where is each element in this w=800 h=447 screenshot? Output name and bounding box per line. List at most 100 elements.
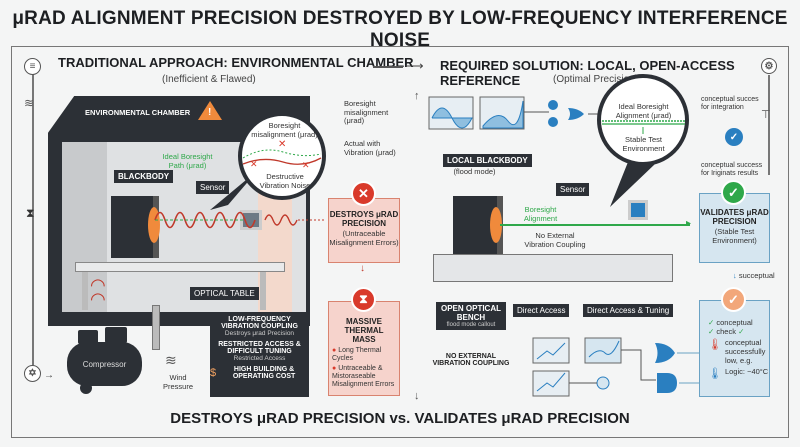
validates-title: VALIDATES μRAD PRECISION [700, 208, 769, 226]
arrow-right-icon: ⟶ [405, 58, 424, 73]
timeline-line [32, 60, 34, 365]
compressor-motor [105, 327, 127, 343]
table-leg [260, 272, 266, 310]
magnifier-bottom: Destructive Vibration Noise [259, 172, 311, 190]
destroys-box: DESTROYS μRAD PRECISION (Untraceable Mis… [328, 198, 400, 263]
footer-summary: DESTROYS μRAD PRECISION vs. VALIDATES μR… [170, 410, 630, 427]
bench-sub: flood mode callout [446, 322, 496, 328]
compressor-top [78, 330, 98, 344]
right-heading: REQUIRED SOLUTION: LOCAL, OPEN-ACCESS RE… [440, 58, 735, 88]
flood-mode-label: (flood mode) [453, 167, 496, 176]
temp-item: 🌡Logic: −40°C [708, 367, 769, 381]
warning-icon [198, 101, 222, 120]
direct-access-tuning-label: Direct Access & Tuning [583, 304, 674, 317]
thermal-bullet: ● Untraceable & Mistoraseable Misalignme… [332, 365, 395, 389]
content-frame [11, 46, 789, 438]
alignment-beam [500, 224, 690, 226]
money-bag-icon: $ [210, 367, 217, 379]
no-external-label: No External Vibration Coupling [524, 231, 586, 249]
network-icon: ⊤ [761, 109, 771, 121]
bullet-text: Long Thermal Cycles [332, 347, 382, 363]
issue-sub: Restricted Access [233, 355, 286, 362]
compressor: Compressor [67, 342, 142, 386]
check-icon: ✓ [721, 180, 746, 205]
optical-table-label: OPTICAL TABLE [190, 287, 259, 300]
left-subheading: (Inefficient & Flawed) [162, 74, 256, 85]
check-item: ✓ conceptual [708, 318, 753, 327]
magnifier-bottom: Stable Test Environment [622, 135, 665, 153]
local-blackbody-label: LOCAL BLACKBODY [443, 154, 532, 167]
checks-box: ✓ conceptual ✓ check ✓ 🌡conceptual succe… [699, 300, 770, 397]
bullet-text: Untraceable & Mistoraseable Misalignment… [332, 365, 395, 389]
temp-text: Logic: −40°C [724, 367, 769, 377]
optical-table [75, 262, 285, 272]
check-text: check [716, 326, 736, 336]
thermometer-icon: 🌡 [708, 368, 722, 381]
hourglass-icon: ⧗ [26, 206, 35, 220]
check-icon: ✓ [721, 287, 746, 312]
magnifier-top: Ideal Boresight Alignment (μrad) [615, 102, 672, 120]
magnifier-right [597, 74, 689, 207]
alignment-label: Boresight Alignment [523, 205, 558, 223]
check-text: conceptual [716, 318, 753, 327]
note-integration: conceptual succes for integration [701, 96, 759, 112]
validates-sub: (Stable Test Environment) [712, 227, 757, 245]
sensor-label: Sensor [556, 183, 590, 196]
warning-mark: ! [208, 107, 212, 118]
wind-icon: ≋ [24, 96, 35, 110]
svg-text:✕: ✕ [278, 139, 286, 150]
issue-title: LOW-FREQUENCY VIBRATION COUPLING [221, 316, 298, 330]
note-actual: Actual with Vibration (μrad) [344, 139, 396, 157]
svg-text:✕: ✕ [250, 159, 258, 169]
blackbody-label: BLACKBODY [114, 170, 174, 183]
thermometer-icon: 🌡 [708, 339, 722, 352]
magnifier-left: ✕ ✕ ✕ [210, 112, 326, 210]
sensor-label: Sensor [196, 181, 230, 194]
open-optical-bench [433, 254, 673, 282]
table-leg [82, 272, 88, 310]
issue-title: RESTRICTED ACCESS & DIFFICULT TUNING [218, 341, 301, 355]
ideal-path-label: Ideal Boresight Path (μrad) [162, 152, 213, 170]
check-icon: ✓ [725, 128, 743, 146]
menu-icon: ≡ [24, 58, 41, 75]
settings-icon: ⚙ [761, 58, 777, 74]
note-misalignment: Boresight misalignment (μrad) [344, 99, 389, 126]
destroys-title: DESTROYS μRAD PRECISION [329, 210, 399, 228]
issue-sub: Destroys μrad Precision [224, 330, 295, 337]
magnifier-top: Boresight misalignment (μrad) [251, 121, 318, 139]
check-item: ✓ check ✓ [708, 326, 745, 336]
x-icon: ✕ [351, 181, 376, 206]
page-title: μRAD ALIGNMENT PRECISION DESTROYED BY LO… [12, 8, 788, 51]
issue-title: HIGH BUILDING & OPERATING COST [232, 366, 296, 380]
bench-title: OPEN OPTICAL BENCH [440, 304, 501, 322]
arrow-down-icon: ↓ [414, 390, 420, 402]
signal-charts [428, 96, 606, 130]
gear-icon: ✡ [24, 365, 41, 382]
compressor-pipe [152, 305, 160, 350]
no-external-caps: NO EXTERNAL VIBRATION COUPLING [432, 353, 510, 367]
wind-icon: ≋ [165, 352, 177, 368]
arrow-up-icon: ↑ [414, 90, 420, 102]
wind-pressure-label: Wind Pressure [162, 373, 193, 391]
right-subheading: (Optimal Precision) [553, 74, 639, 85]
vibration-wave [154, 211, 326, 229]
direct-access-label: Direct Access [513, 304, 570, 317]
chamber-label: ENVIRONMENTAL CHAMBER [85, 108, 191, 117]
vibration-waves-icon: ◠◠ [90, 275, 106, 309]
compressor-wheel [80, 382, 92, 394]
succeptual-text: succeptual [738, 271, 775, 280]
issues-panel: LOW-FREQUENCY VIBRATION COUPLING Destroy… [210, 312, 309, 397]
arrow-down-icon: ↓ [360, 263, 365, 274]
temp-text: conceptual successfully low, e.g. [724, 338, 766, 365]
temp-item: 🌡conceptual successfully low, e.g. [708, 338, 769, 365]
arrow-right-icon: → [44, 370, 54, 381]
left-heading: TRADITIONAL APPROACH: ENVIRONMENTAL CHAM… [58, 55, 414, 70]
destroys-sub: (Untraceable Misalignment Errors) [329, 229, 399, 247]
arrow-right-icon: ▸ [686, 218, 692, 229]
svg-text:✕: ✕ [302, 160, 310, 170]
thermal-box: MASSIVE THERMAL MASS ● Long Thermal Cycl… [328, 301, 400, 396]
blackbody-emitter [490, 207, 502, 243]
thermal-title: MASSIVE THERMAL MASS [344, 317, 384, 344]
succeptual-label: ↓ succeptual [733, 271, 775, 280]
